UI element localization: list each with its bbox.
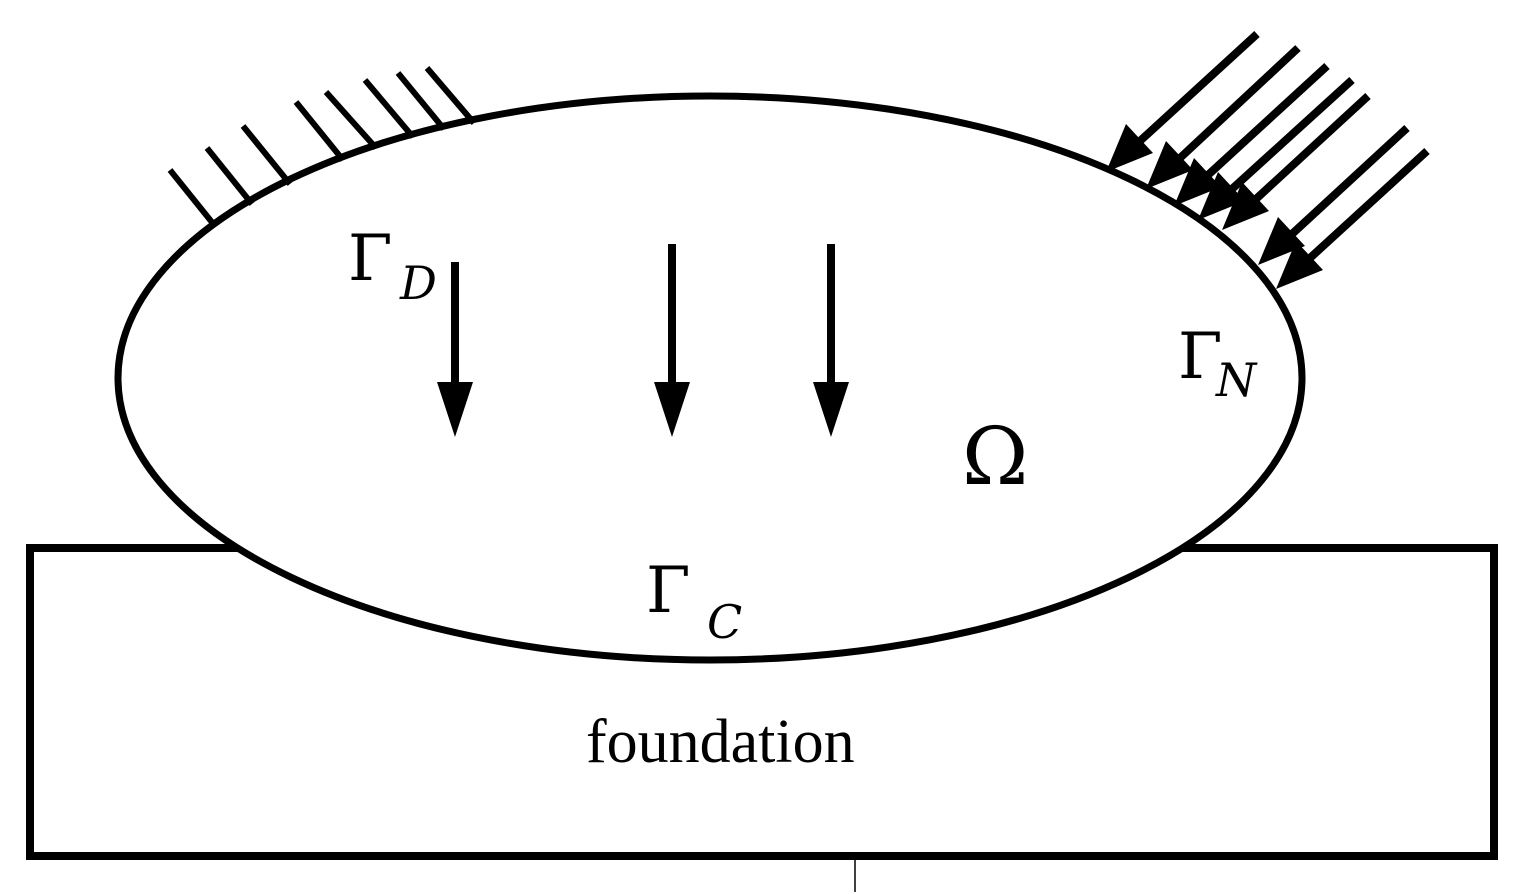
down-arrow (654, 244, 690, 437)
traction-arrow (1222, 93, 1371, 230)
traction-arrow (1198, 77, 1355, 220)
traction-arrow (1146, 45, 1301, 189)
gamma-n-subscript: N (1215, 353, 1258, 407)
body-force-arrows (437, 244, 849, 437)
foundation-outline (26, 544, 1498, 860)
label-gamma-c: Γ C (646, 554, 742, 649)
gamma-symbol: Γ (348, 222, 392, 296)
down-arrow (813, 244, 849, 437)
gamma-symbol: Γ (646, 554, 690, 628)
domain-omega-label: Ω (962, 410, 1028, 503)
gamma-symbol: Γ (1178, 320, 1222, 394)
foundation-label: foundation (586, 708, 855, 776)
traction-arrows (1106, 31, 1430, 289)
dirichlet-hatching (167, 66, 477, 228)
label-gamma-d: Γ D (348, 222, 437, 310)
label-gamma-n: Γ N (1178, 320, 1258, 407)
hatch-line (167, 168, 218, 228)
traction-arrow (1276, 148, 1430, 289)
gamma-d-subscript: D (399, 256, 437, 310)
hatch-line (204, 146, 255, 206)
down-arrow (437, 262, 473, 437)
foundation-block (26, 544, 1498, 860)
hatch-line (424, 66, 477, 125)
hatch-line (395, 71, 447, 131)
traction-arrow (1258, 125, 1410, 265)
traction-arrow (1174, 63, 1330, 206)
elastic-body-boundary (114, 92, 1306, 664)
hatch-line (293, 100, 346, 162)
hatch-line (323, 90, 379, 150)
hatch-line (240, 124, 293, 186)
traction-arrow (1106, 31, 1260, 172)
gamma-c-subscript: C (707, 595, 742, 649)
hatch-line (362, 78, 416, 139)
